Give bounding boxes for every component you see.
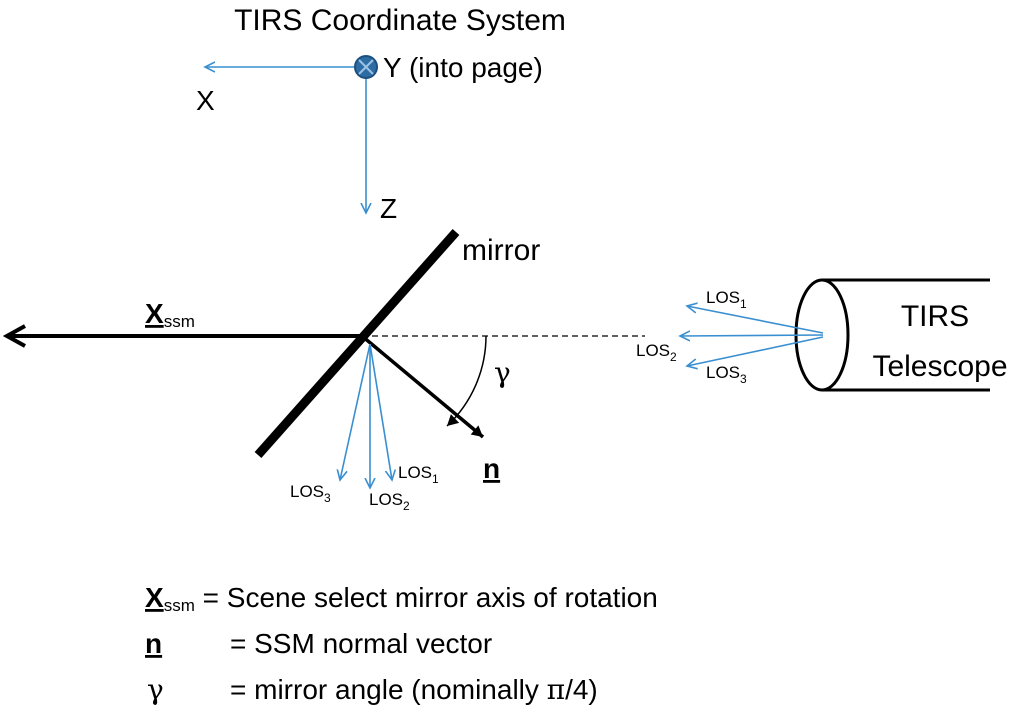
ssm-axis-label: Xssm (145, 298, 195, 331)
reflected-los-1-label: LOS1 (398, 463, 439, 486)
reflected-los-1-arrow (369, 343, 392, 480)
y-into-page-icon (354, 55, 378, 79)
coordinate-system-title: TIRS Coordinate System (234, 4, 566, 37)
legend-row-normal: n (145, 628, 162, 659)
x-axis-label: X (196, 85, 215, 116)
normal-vector-arrow (360, 334, 485, 439)
y-axis-label: Y (into page) (383, 52, 543, 83)
telescope-los-1-arrow (687, 306, 824, 334)
legend-row-angle-symbol: γ (147, 673, 164, 706)
mirror-angle-symbol: γ (494, 356, 511, 389)
reflected-los-3-arrow (340, 343, 371, 480)
telescope-los-2-label: LOS2 (636, 341, 677, 364)
scene-select-mirror (254, 229, 460, 458)
telescope-los-2-arrow (680, 335, 824, 336)
mirror-label: mirror (462, 234, 540, 267)
telescope-los-3-label: LOS3 (706, 363, 747, 386)
telescope-label-line1: TIRS (901, 300, 969, 333)
reflected-los-3-label: LOS3 (290, 482, 331, 505)
telescope-los-1-label: LOS1 (706, 288, 747, 311)
z-axis-label: Z (380, 193, 397, 224)
normal-vector-label: n (483, 453, 500, 484)
ssm-axis-symbol: X (145, 298, 164, 329)
legend-row-ssm-axis: Xssm = Scene select mirror axis of rotat… (145, 582, 658, 615)
legend-row-normal-text: = SSM normal vector (230, 628, 492, 659)
telescope-label-line2: Telescope (872, 350, 1007, 383)
mirror-angle-arc (446, 335, 487, 427)
telescope-los-3-arrow (687, 336, 824, 366)
legend-row-angle-text: = mirror angle (nominally π/4) (230, 673, 598, 706)
ssm-axis-subscript: ssm (164, 312, 195, 331)
reflected-los-2-label: LOS2 (369, 490, 410, 513)
